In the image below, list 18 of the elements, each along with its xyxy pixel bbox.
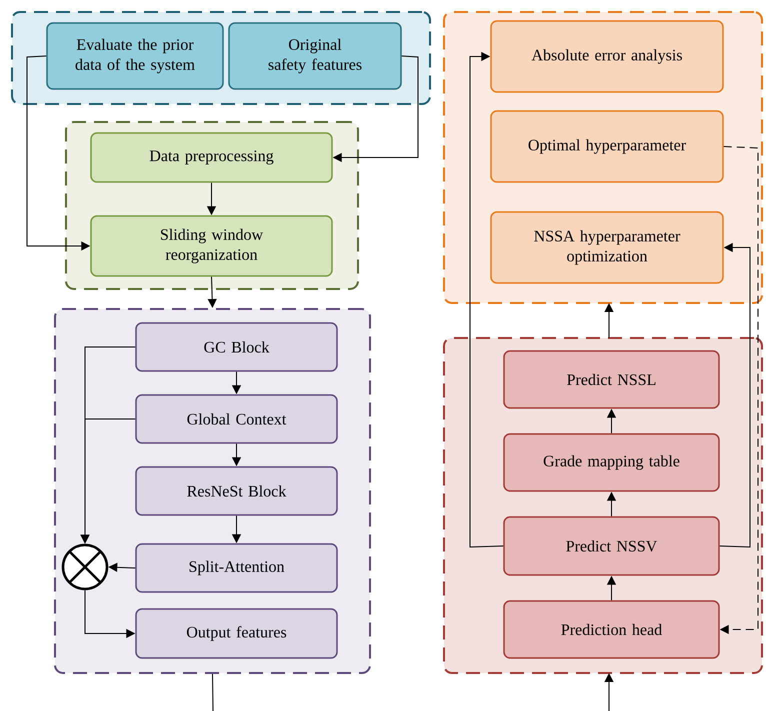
process-box: Grade mapping table (503, 433, 720, 492)
arrow (470, 52, 504, 548)
process-box: GC Block (135, 322, 338, 372)
process-box: Original safety features (228, 22, 402, 90)
process-box: Predict NSSV (503, 516, 720, 576)
process-box: Output features (135, 608, 338, 659)
process-box: Global Context (135, 394, 338, 444)
process-box: Optimal hyperparameter (490, 110, 724, 183)
process-box: Data preprocessing (90, 132, 333, 183)
multiply-circle (62, 544, 108, 590)
process-box: NSSA hyperparameter optimization (490, 211, 724, 284)
process-box: Split-Attention (135, 543, 338, 593)
process-box: Absolute error analysis (490, 20, 724, 93)
process-box: ResNeSt Block (135, 466, 338, 516)
process-box: Prediction head (503, 600, 720, 659)
process-box: Sliding window reorganization (90, 215, 333, 277)
process-box: Evaluate the prior data of the system (46, 22, 224, 90)
process-box: Predict NSSL (503, 350, 720, 409)
